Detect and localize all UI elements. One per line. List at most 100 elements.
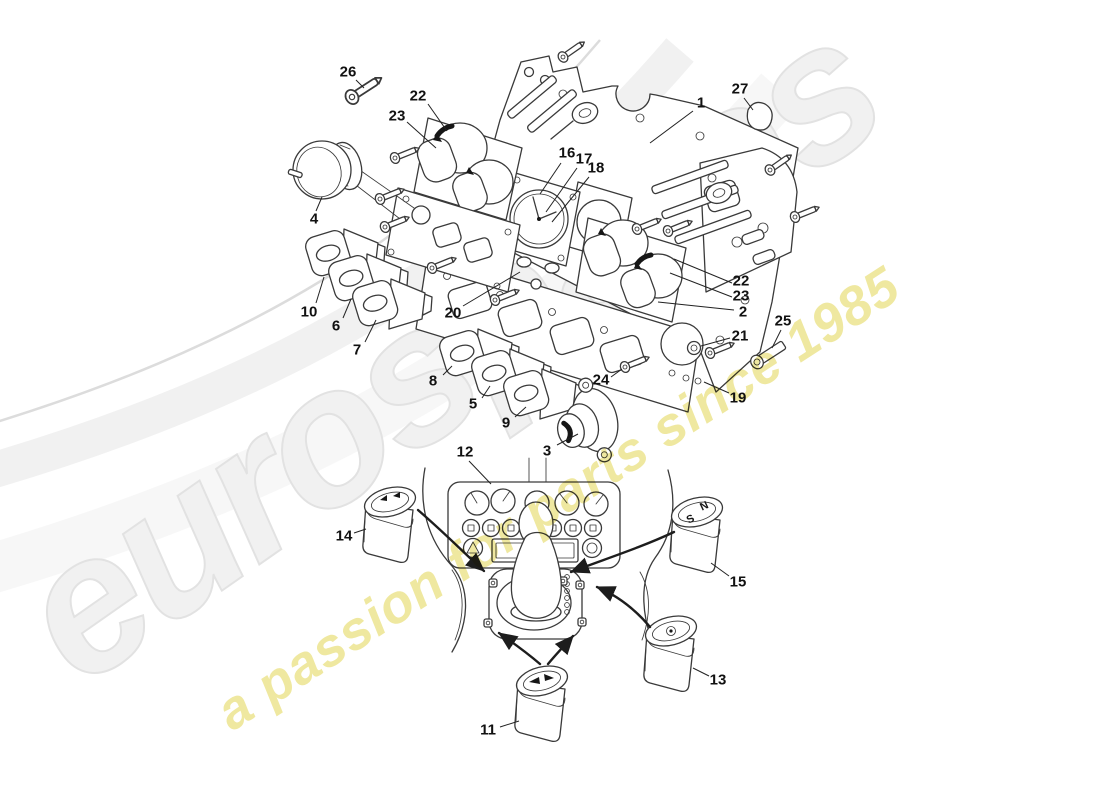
callout-leader-line (499, 720, 520, 728)
callout-leader-line (364, 319, 377, 343)
callout-8: 8 (429, 365, 453, 390)
callout-leader-line (442, 365, 453, 376)
callout-24: 24 (593, 368, 623, 389)
callout-leader-line (342, 298, 352, 319)
callout-number: 11 (480, 722, 496, 739)
callout-number: 9 (502, 415, 510, 432)
callout-number: 3 (543, 443, 551, 460)
bolt-25 (750, 340, 787, 370)
callout-number: 23 (733, 288, 750, 305)
callout-1: 1 (649, 95, 705, 144)
callout-leader-line (771, 329, 782, 349)
console-switch-14 (360, 481, 420, 564)
callout-number: 22 (733, 273, 750, 290)
callout-number: 27 (732, 81, 749, 98)
flanged-switch-3 (556, 377, 619, 463)
construction-line (353, 165, 415, 209)
blanking-cap-27 (746, 101, 773, 131)
callout-number: 21 (732, 328, 749, 345)
callout-number: 6 (332, 318, 340, 335)
knob-pair-left (413, 117, 523, 221)
callout-leader-line (539, 162, 562, 195)
callout-9: 9 (502, 406, 527, 432)
callout-26: 26 (340, 64, 365, 89)
callout-13: 13 (692, 667, 727, 689)
centre-console-assembly: S N (360, 457, 727, 743)
callout-3: 3 (543, 433, 579, 460)
screw (388, 142, 422, 166)
callout-leader-line (355, 79, 365, 89)
console-switch-15: S N (667, 491, 727, 574)
callout-number: 4 (310, 211, 319, 228)
callout-number: 1 (697, 95, 705, 112)
callout-leader-line (406, 121, 437, 149)
callout-number: 19 (730, 390, 747, 407)
callout-leader-line (427, 103, 448, 132)
callout-number: 26 (340, 64, 357, 81)
callout-number: 12 (457, 444, 474, 461)
callout-22: 22 (673, 258, 750, 290)
callout-leader-line (353, 528, 367, 534)
callout-22: 22 (410, 88, 448, 132)
callout-number: 24 (593, 372, 610, 389)
callout-leader-line (610, 368, 623, 378)
callout-23: 23 (669, 272, 750, 305)
callout-16: 16 (539, 145, 576, 195)
front-bezel-plate (385, 187, 521, 293)
callout-number: 7 (353, 342, 361, 359)
callout-6: 6 (332, 298, 352, 335)
callout-2: 2 (657, 301, 747, 321)
callout-leader-line (551, 176, 590, 223)
callout-number: 13 (710, 672, 727, 689)
gear-lever (510, 501, 562, 622)
callout-number: 23 (389, 108, 406, 125)
callout-leader-line (556, 433, 579, 446)
callout-leader-line (657, 301, 735, 311)
cable-spool (705, 181, 733, 205)
callout-leader-line (315, 276, 325, 304)
round-button (581, 537, 603, 559)
callout-number: 14 (336, 528, 353, 545)
callout-leader-line (545, 167, 578, 213)
mounting-studs (507, 75, 776, 265)
callout-leader-line (468, 460, 492, 485)
callout-leader-line (462, 271, 521, 307)
callout-21: 21 (700, 328, 749, 347)
console-switch-13 (641, 610, 701, 693)
screws (341, 36, 822, 375)
callout-leader-line (481, 385, 491, 399)
callout-19: 19 (703, 381, 747, 407)
callout-number: 20 (445, 305, 462, 322)
callout-4: 4 (310, 196, 323, 228)
callout-7: 7 (353, 319, 377, 359)
callout-leader-line (514, 406, 527, 418)
callout-number: 5 (469, 396, 477, 413)
callout-18: 18 (551, 160, 604, 223)
callout-leader-line (315, 196, 323, 212)
callout-27: 27 (732, 81, 754, 111)
callout-number: 2 (739, 304, 747, 321)
knob-pair-right (575, 217, 687, 323)
round-knob-4 (287, 140, 363, 200)
callout-23: 23 (389, 108, 437, 149)
callout-number: 22 (410, 88, 427, 105)
locator-arrows (416, 508, 676, 666)
callout-leader-line (700, 337, 731, 347)
callout-25: 25 (771, 313, 791, 349)
callout-5: 5 (469, 385, 491, 413)
callout-leader-line (669, 272, 733, 298)
callout-leader-line (743, 97, 754, 111)
callout-leader-line (710, 562, 730, 577)
callout-leader-line (703, 381, 730, 394)
callout-number: 15 (730, 574, 747, 591)
callout-number: 16 (559, 145, 576, 162)
callout-number: 10 (301, 304, 318, 321)
callout-leader-line (649, 110, 694, 144)
switch-marking-s: S (685, 512, 697, 526)
callout-leader-line (692, 667, 710, 677)
callout-number: 17 (576, 151, 593, 168)
callout-20: 20 (445, 271, 521, 322)
